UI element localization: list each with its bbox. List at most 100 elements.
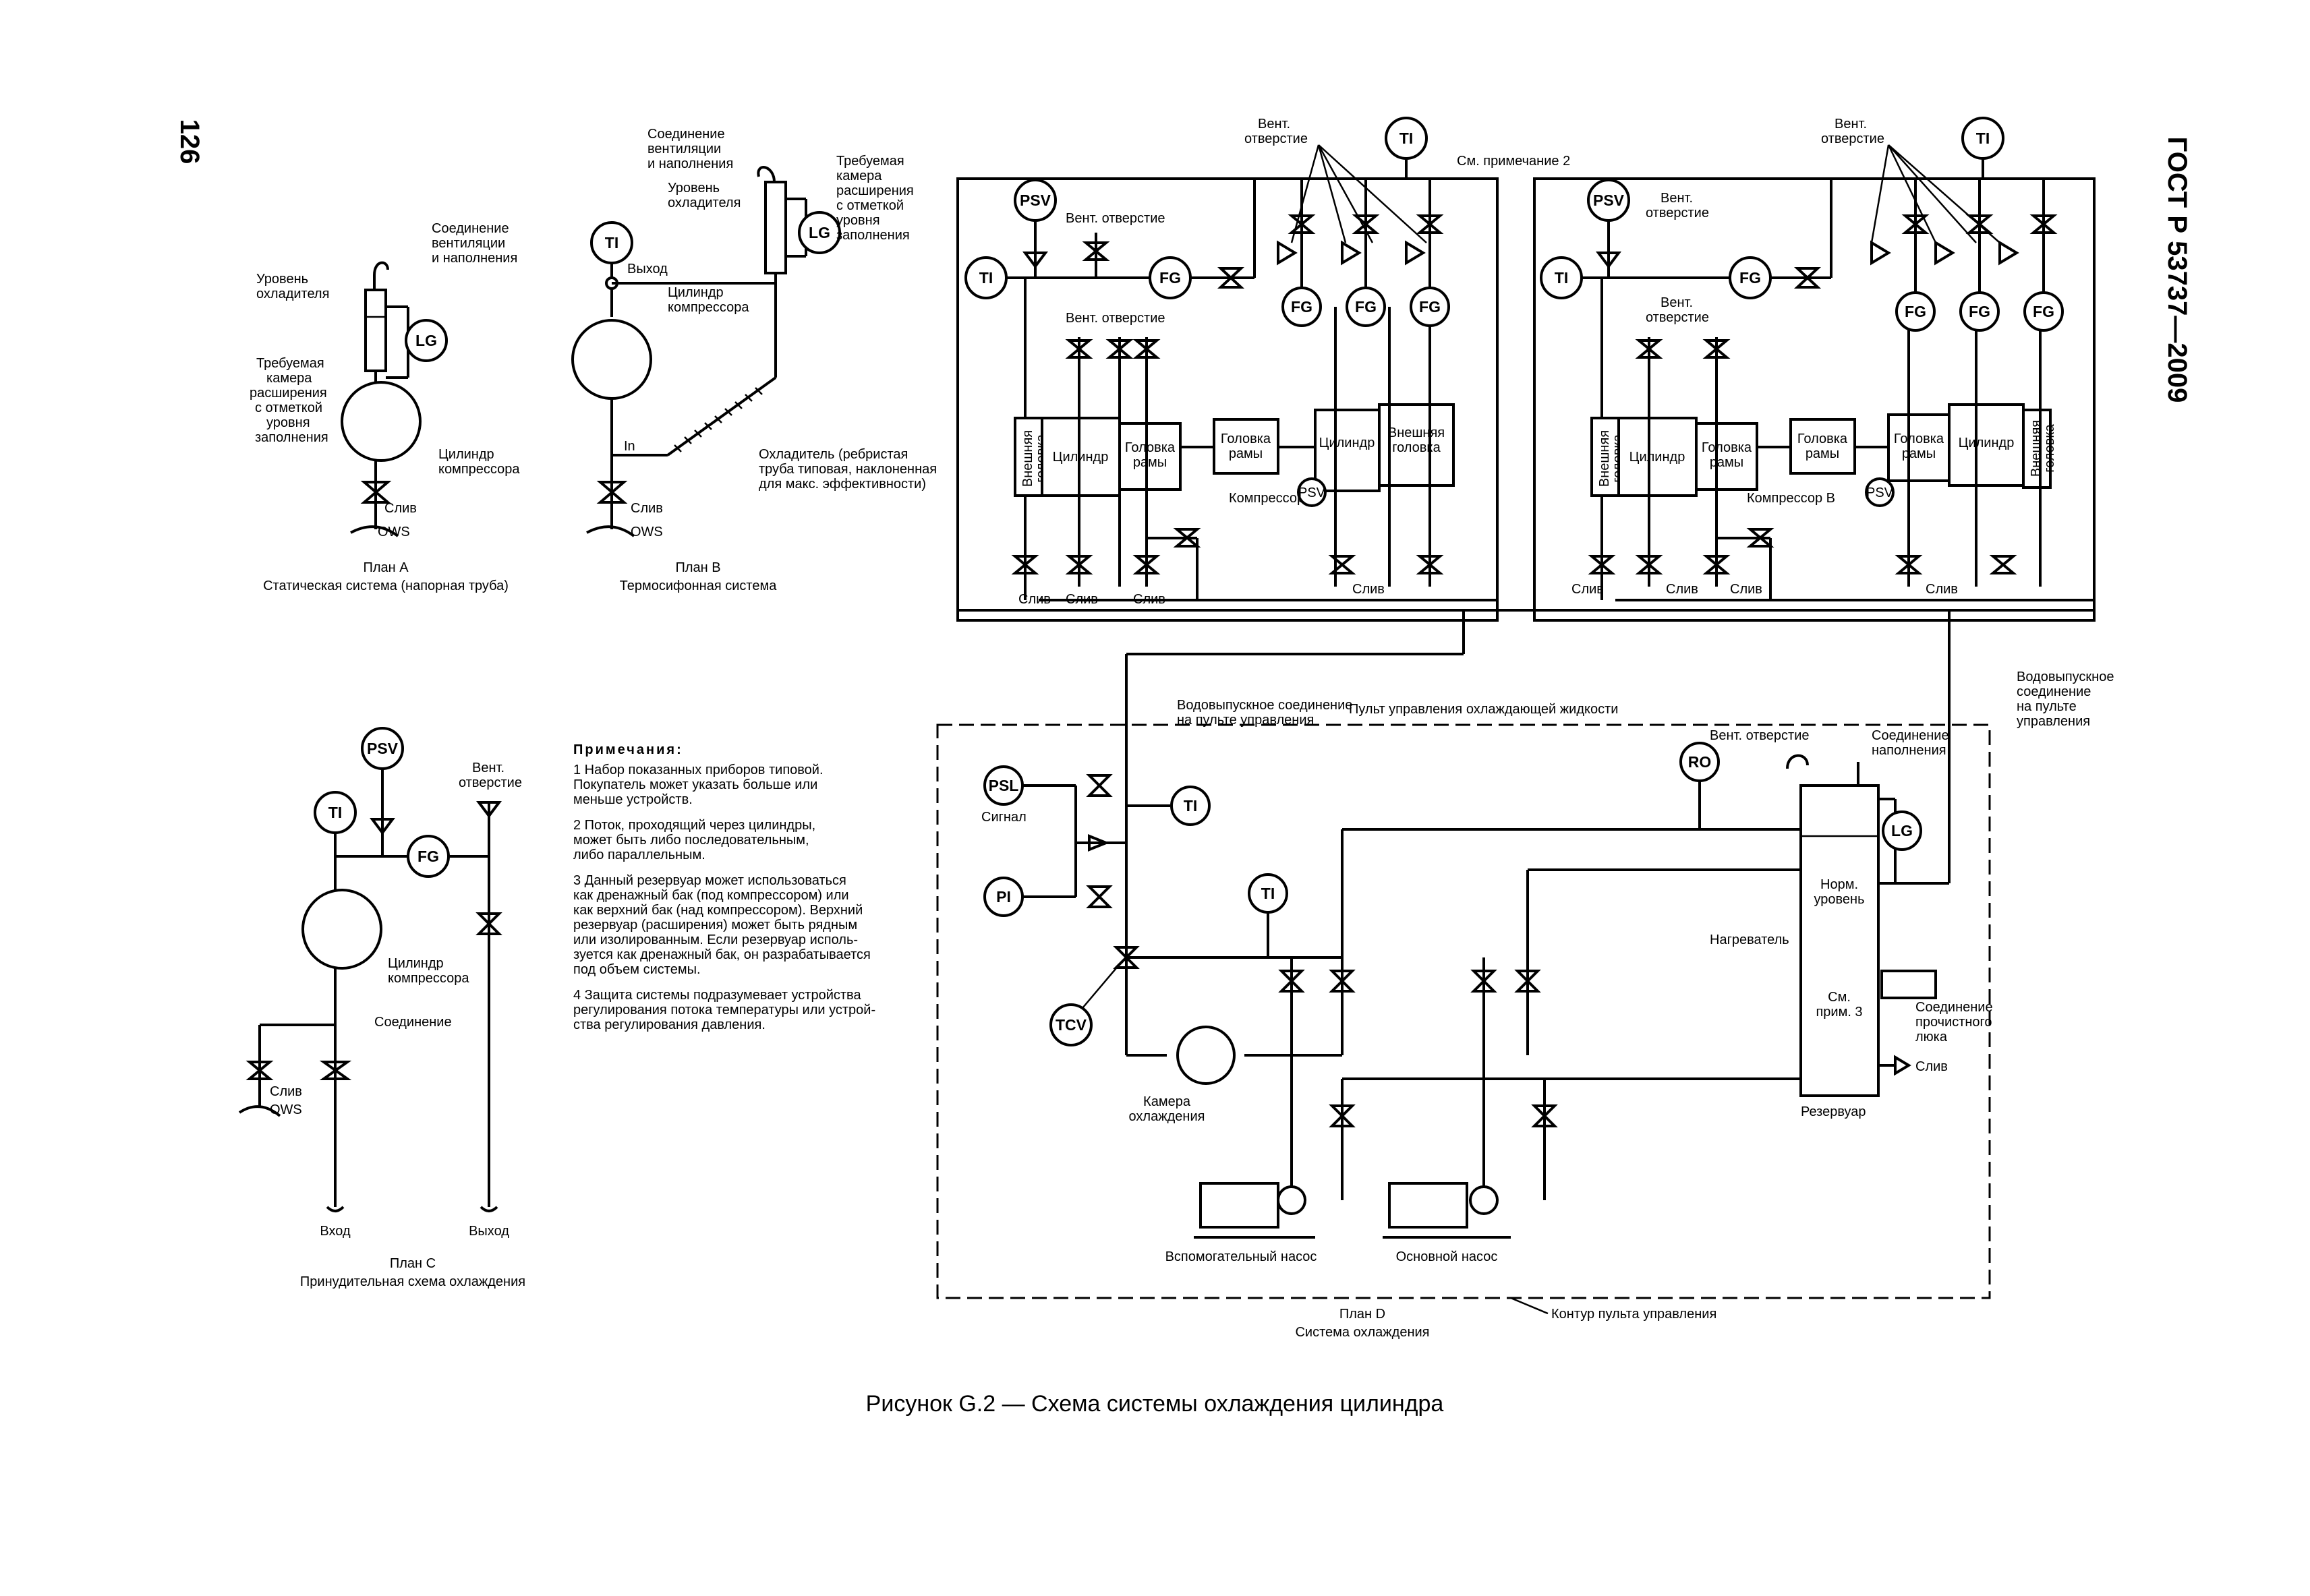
fg-instrument	[1895, 291, 1936, 332]
svg-text:Вент.отверстие: Вент.отверстие	[1244, 117, 1308, 146]
compressor-b-title: Компрессор В	[1747, 491, 1835, 506]
notes-block: Примечания: 1 Набор показанных приборов …	[573, 742, 875, 1032]
panel-title: Пульт управления охлаждающей жидкости	[1349, 702, 1618, 717]
plan-b-subtitle: Термосифонная система	[620, 579, 778, 593]
plan-d-title: План D	[1339, 1307, 1385, 1322]
outlet-label: Выход	[627, 262, 668, 276]
cooling-chamber	[1176, 1026, 1236, 1085]
signal-label: Сигнал	[981, 810, 1027, 825]
expansion-chamber	[764, 181, 787, 274]
expansion-chamber	[364, 289, 387, 372]
svg-text:Вент.отверстие: Вент.отверстие	[459, 761, 522, 790]
ro-label: RO	[1688, 753, 1712, 771]
tcv-label: TCV	[1056, 1016, 1087, 1034]
heater-label: Нагреватель	[1710, 933, 1789, 947]
page-number: 126	[175, 119, 204, 165]
drain-label: Слив	[1926, 582, 1958, 597]
lg-instrument	[405, 319, 448, 362]
cylinder-label: Цилиндр	[1959, 436, 2015, 450]
psv-small-instrument	[1297, 477, 1327, 507]
drain-label: Слив	[1352, 582, 1385, 597]
fg-label: FG	[417, 848, 439, 865]
reservoir-label: Резервуар	[1801, 1104, 1866, 1119]
fg-label: FG	[1419, 298, 1441, 316]
aux-pump-motor	[1199, 1182, 1279, 1229]
fg-label: FG	[1291, 298, 1312, 316]
cylinder-label: Цилиндр	[1629, 450, 1685, 465]
svg-text:См.прим. 3: См.прим. 3	[1816, 990, 1862, 1019]
tcv-instrument	[1049, 1003, 1093, 1046]
main-pump	[1469, 1185, 1499, 1215]
fg-instrument	[1346, 287, 1386, 327]
note-4: 4 Защита системы подразумевает устройств…	[573, 988, 875, 1032]
ti-label: TI	[1399, 129, 1413, 147]
main-pump-motor	[1388, 1182, 1468, 1229]
frame-head-left	[1118, 422, 1182, 491]
lg-instrument	[1882, 810, 1922, 851]
lg-label: LG	[415, 332, 437, 349]
inlet-label: In	[624, 439, 635, 454]
cylinder-left	[1617, 417, 1698, 497]
psv-label: PSV	[1866, 485, 1894, 500]
pi-label: PI	[996, 888, 1011, 906]
ti-instrument	[1170, 786, 1211, 826]
drain-label: Слив	[1915, 1059, 1948, 1074]
outer-head-right	[2022, 409, 2052, 489]
drain-label: Слив	[1730, 582, 1762, 597]
frame-head-right	[1887, 413, 1951, 482]
ti-label: TI	[1555, 269, 1568, 287]
ti-label: TI	[1261, 885, 1275, 902]
compressor-b-frame	[1533, 177, 2096, 622]
cylinder-right	[1314, 409, 1381, 492]
compressor-a-frame	[956, 177, 1499, 622]
drain-label: Слив	[1571, 582, 1604, 597]
note-1: 1 Набор показанных приборов типовой.Поку…	[573, 763, 824, 807]
svg-text:Внешняяголовка: Внешняяголовка	[1388, 425, 1445, 455]
plan-a-title: План А	[363, 560, 409, 575]
drain-label: Слив	[1133, 592, 1165, 607]
vent-label: Вент. отверстие	[1710, 728, 1810, 743]
compressor-a-block: PSV TI FG Вент. отверстие Вент. отверсти…	[956, 117, 1570, 622]
vent-label: Вент. отверстие	[1066, 211, 1165, 226]
ti-label: TI	[1184, 797, 1197, 815]
fg-instrument	[1959, 291, 2000, 332]
fg-label: FG	[1739, 269, 1761, 287]
compressor-cylinder	[341, 381, 422, 462]
frame-head-left	[1695, 422, 1758, 491]
ti-label: TI	[979, 269, 993, 287]
frame-head-mid	[1789, 418, 1856, 475]
vent-label: Вент. отверстие	[1066, 311, 1165, 326]
svg-text:Вент.отверстие: Вент.отверстие	[1646, 295, 1709, 325]
standard-designation: ГОСТ Р 53737—2009	[2162, 137, 2192, 403]
lg-label: LG	[1891, 822, 1913, 839]
psv-label: PSV	[1020, 191, 1051, 209]
svg-text:Вент.отверстие: Вент.отверстие	[1646, 191, 1709, 220]
header-piping	[958, 609, 2094, 725]
outer-head-right	[1378, 403, 1455, 487]
cylinder-label: Цилиндр	[1319, 436, 1375, 450]
ti-label: TI	[328, 804, 342, 821]
figure-caption: Рисунок G.2 — Схема системы охлаждения ц…	[866, 1391, 1444, 1417]
heater	[1880, 970, 1937, 999]
psv-label: PSV	[1593, 191, 1625, 209]
psl-label: PSL	[989, 777, 1019, 794]
connection-label: Соединение	[374, 1015, 452, 1030]
psv-label: PSV	[1298, 485, 1326, 500]
drain-label: Слив	[1066, 592, 1098, 607]
